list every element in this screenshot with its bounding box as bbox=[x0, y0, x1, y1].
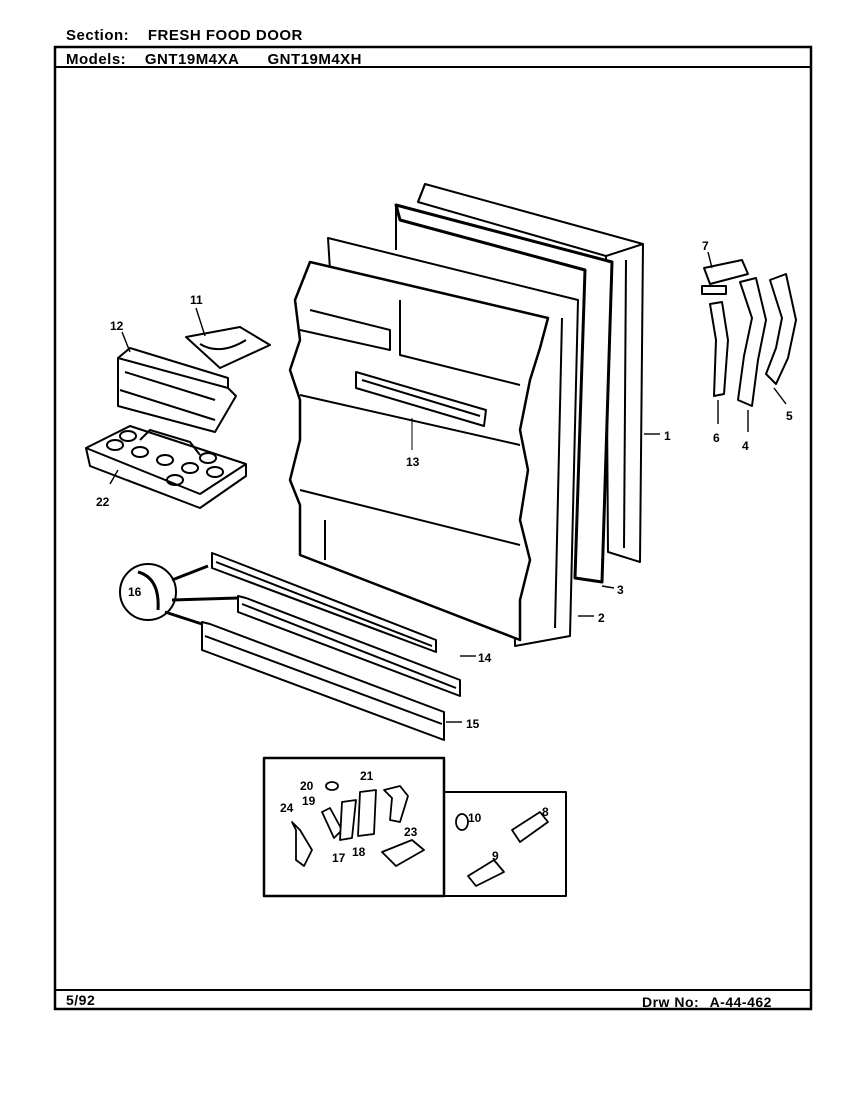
door-bar-rail-upper bbox=[211, 552, 437, 653]
part-labels: 1 2 3 4 5 6 7 8 9 10 11 12 13 14 15 16 1… bbox=[96, 239, 793, 865]
models-label: Models: bbox=[66, 51, 127, 68]
drawing-number-line: Drw No: A-44-462 bbox=[642, 994, 772, 1010]
label-part-15: 15 bbox=[466, 717, 480, 731]
section-line: Section: FRESH FOOD DOOR bbox=[66, 27, 303, 44]
label-part-16: 16 bbox=[128, 585, 142, 599]
label-part-14: 14 bbox=[478, 651, 492, 665]
dairy-compartment bbox=[117, 347, 237, 433]
hinge-parts bbox=[291, 781, 549, 887]
label-part-12: 12 bbox=[110, 319, 124, 333]
door-bar-channel bbox=[201, 621, 445, 741]
model-1: GNT19M4XA bbox=[144, 51, 239, 68]
drawing-label: Drw No: bbox=[642, 994, 700, 1010]
label-part-5: 5 bbox=[786, 409, 793, 423]
label-part-21: 21 bbox=[360, 769, 374, 783]
door-outer-panel bbox=[417, 183, 644, 563]
label-part-9: 9 bbox=[492, 849, 499, 863]
hinge-part-box bbox=[443, 791, 567, 897]
label-part-1: 1 bbox=[664, 429, 671, 443]
label-part-23: 23 bbox=[404, 825, 418, 839]
label-part-6: 6 bbox=[713, 431, 720, 445]
leader-lines bbox=[109, 251, 787, 723]
label-part-4: 4 bbox=[742, 439, 749, 453]
drawing-number: A-44-462 bbox=[709, 994, 772, 1010]
label-part-22: 22 bbox=[96, 495, 110, 509]
label-part-19: 19 bbox=[302, 794, 316, 808]
label-part-7: 7 bbox=[702, 239, 709, 253]
label-part-8: 8 bbox=[542, 805, 549, 819]
egg-tray bbox=[85, 425, 247, 509]
butter-door-lid bbox=[185, 326, 271, 369]
label-part-11: 11 bbox=[190, 293, 203, 307]
trim-detail-inset bbox=[119, 563, 239, 627]
model-2: GNT19M4XH bbox=[267, 51, 363, 68]
label-part-10: 10 bbox=[468, 811, 482, 825]
door-shelf-rail bbox=[355, 371, 487, 450]
label-part-13: 13 bbox=[406, 455, 420, 469]
door-bar-rail-lower bbox=[237, 595, 461, 697]
section-value: FRESH FOOD DOOR bbox=[147, 27, 303, 44]
label-part-17: 17 bbox=[332, 851, 346, 865]
revision-date: 5/92 bbox=[66, 992, 96, 1008]
label-part-3: 3 bbox=[617, 583, 624, 597]
liner-shelf-frame bbox=[288, 260, 550, 642]
label-part-18: 18 bbox=[352, 845, 366, 859]
section-label: Section: bbox=[66, 27, 130, 44]
diagram-border bbox=[53, 45, 813, 1011]
door-gasket bbox=[394, 203, 614, 584]
label-part-20: 20 bbox=[300, 779, 314, 793]
handle-parts bbox=[701, 259, 797, 407]
label-part-24: 24 bbox=[280, 801, 294, 815]
label-part-2: 2 bbox=[598, 611, 605, 625]
models-line: Models: GNT19M4XA GNT19M4XH bbox=[66, 51, 362, 68]
